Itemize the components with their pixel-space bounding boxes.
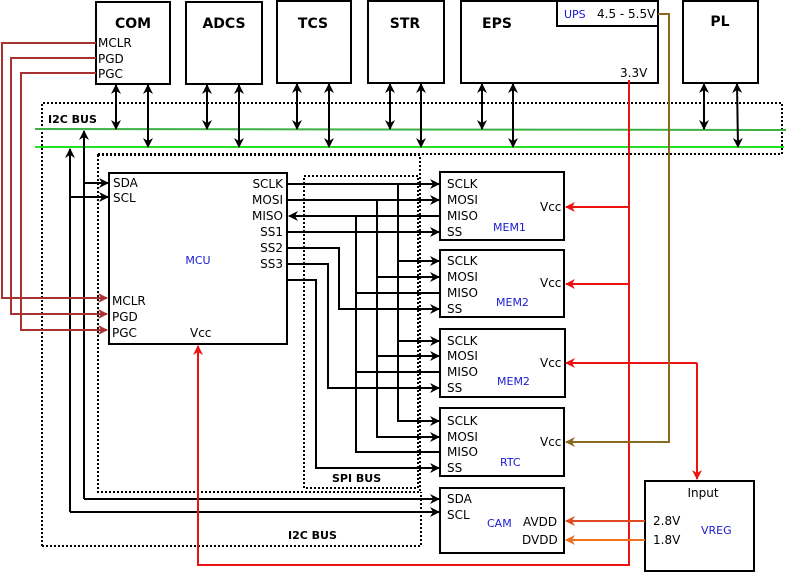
tcs-title: TCS [298, 16, 328, 32]
eps-3v3-label: 3.3V [620, 66, 648, 80]
mem3-pin-mosi: MOSI [447, 349, 478, 363]
mem3-pin-vcc: Vcc [540, 356, 561, 370]
mcu-pin-sclk: SCLK [252, 177, 284, 191]
i2c-bus-region-bottom [42, 492, 422, 547]
cam-pin-sda: SDA [447, 492, 473, 506]
mem3-pin-sclk: SCLK [447, 334, 479, 348]
str-module: STR [367, 0, 445, 84]
com-module: COM MCLR PGD PGC [95, 1, 171, 85]
mem3-pin-miso: MISO [447, 365, 478, 379]
mcu-pin-sda: SDA [113, 176, 139, 190]
mem1-pin-mosi: MOSI [447, 193, 478, 207]
mem1-pin-ss: SS [447, 225, 462, 239]
pgc-wire [20, 72, 108, 335]
vreg-out-2v8: 2.8V [653, 514, 681, 528]
com-title: COM [115, 16, 151, 32]
power-3v3-mcu-wire [193, 80, 630, 566]
cam-pin-scl: SCL [447, 508, 470, 522]
i2c-connections [111, 83, 743, 148]
cam-block: SDA SCL CAM AVDD DVDD [439, 487, 565, 554]
mem3-pin-ss: SS [447, 381, 462, 395]
tcs-module: TCS [276, 0, 352, 84]
ups-rtc-wire [565, 13, 670, 447]
eps-title: EPS [482, 16, 512, 32]
rtc-pin-sclk: SCLK [447, 414, 479, 428]
eps-module: EPS UPS 4.5 - 5.5V 3.3V [460, 0, 659, 84]
mem1-pin-vcc: Vcc [540, 200, 561, 214]
mcu-region [97, 154, 421, 493]
mcu-pin-ss2: SS2 [260, 241, 283, 255]
mcu-pin-ss3: SS3 [260, 257, 283, 271]
i2c-sda-line [34, 128, 787, 131]
mcu-pin-mosi: MOSI [252, 193, 283, 207]
mcu-block: MCU SDA SCL SCLK MOSI MISO SS1 SS2 SS3 M… [108, 172, 288, 345]
pl-module: PL [682, 0, 759, 84]
mem1-pin-miso: MISO [447, 209, 478, 223]
sclk-rtc-wire [397, 184, 440, 426]
vreg-out-1v8: 1.8V [653, 533, 681, 547]
cam-title: CAM [487, 517, 512, 530]
mem2-pin-vcc: Vcc [540, 276, 561, 290]
mcu-pin-ss1: SS1 [260, 225, 283, 239]
vreg-block: Input 2.8V 1.8V VREG [644, 480, 755, 572]
ups-range: 4.5 - 5.5V [597, 7, 656, 21]
spi-bus-label: SPI BUS [332, 472, 381, 485]
com-pin-mclr: MCLR [98, 36, 132, 50]
rtc-pin-ss: SS [447, 461, 462, 475]
mem1-block: SCLK MOSI MISO SS Vcc MEM1 [439, 171, 565, 241]
rtc-pin-vcc: Vcc [540, 435, 561, 449]
mem2-pin-mosi: MOSI [447, 270, 478, 284]
ss2-wire [287, 247, 440, 314]
mcu-pin-pgd: PGD [112, 310, 138, 324]
i2c-bus-region [41, 102, 783, 546]
cam-pin-avdd: AVDD [523, 515, 557, 529]
mcu-pin-scl: SCL [113, 191, 136, 205]
i2c-bus-label-bottom: I2C BUS [288, 529, 337, 542]
rtc-pin-miso: MISO [447, 445, 478, 459]
str-title: STR [390, 16, 421, 32]
spi-wiring [287, 179, 440, 473]
mem2-block: SCLK MOSI MISO SS Vcc MEM2 [439, 249, 565, 318]
spi-bus-region [303, 175, 419, 489]
com-pin-pgc: PGC [98, 67, 123, 81]
mem2-title: MEM2 [496, 296, 529, 309]
mcu-title: MCU [185, 254, 210, 267]
mem2-pin-ss: SS [447, 302, 462, 316]
adcs-module: ADCS [185, 1, 263, 85]
pgd-wire [10, 57, 108, 319]
rtc-pin-mosi: MOSI [447, 430, 478, 444]
com-pin-pgd: PGD [98, 52, 124, 66]
mcu-pin-pgc: PGC [112, 326, 137, 340]
mem1-title: MEM1 [493, 221, 526, 234]
mclr-wire [1, 42, 108, 303]
rtc-title: RTC [500, 456, 521, 469]
cam-pin-dvdd: DVDD [522, 533, 558, 547]
adcs-title: ADCS [202, 16, 245, 32]
ss-rtc-wire [287, 279, 440, 473]
mem2-pin-miso: MISO [447, 286, 478, 300]
vreg-title: VREG [701, 524, 732, 537]
i2c-bus-label-top: I2C BUS [48, 113, 97, 126]
mem3-block: SCLK MOSI MISO SS Vcc MEM2 [439, 328, 566, 398]
vreg-input-label: Input [687, 486, 718, 500]
mem1-pin-sclk: SCLK [447, 177, 479, 191]
mem3-title: MEM2 [497, 375, 530, 388]
mcu-pin-miso: MISO [252, 209, 283, 223]
mem2-pin-sclk: SCLK [447, 254, 479, 268]
mcu-pin-vcc: Vcc [190, 326, 211, 340]
pl-title: PL [710, 14, 729, 30]
rtc-block: SCLK MOSI MISO SS Vcc RTC [439, 407, 565, 477]
ups-box [556, 0, 659, 27]
pl-scl-arrow [732, 83, 743, 148]
mosi-rtc-wire [376, 200, 440, 442]
ss3-wire [287, 263, 440, 393]
miso-rtc-wire [355, 216, 440, 453]
ups-label: UPS [564, 8, 586, 21]
mcu-pin-mclr: MCLR [112, 294, 146, 308]
